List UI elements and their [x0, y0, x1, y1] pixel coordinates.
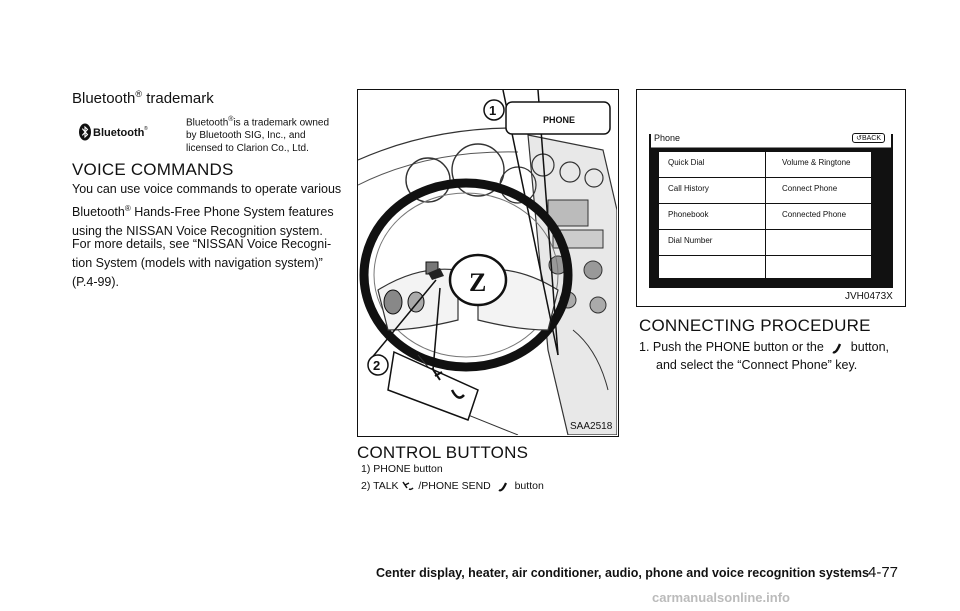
menu-dial-number[interactable]: Dial Number — [668, 236, 713, 245]
phone-send-icon — [832, 343, 842, 354]
control-item-1: 1) PHONE button — [361, 463, 443, 475]
menu-empty-slot — [774, 230, 782, 255]
phone-button-label: PHONE — [543, 115, 575, 125]
voice-commands-paragraph: You can use voice commands to operate va… — [72, 182, 342, 239]
menu-connected-phone[interactable]: Connected Phone — [782, 210, 847, 219]
svg-text:®: ® — [144, 125, 148, 132]
steering-wheel-figure: Z PHONE 1 2 — [357, 89, 619, 437]
watermark: carmanualsonline.info — [652, 590, 790, 605]
menu-call-history[interactable]: Call History — [668, 184, 709, 193]
talk-icon — [402, 481, 414, 491]
menu-volume-ringtone[interactable]: Volume & Ringtone — [782, 158, 851, 167]
section-footer: Center display, heater, air conditioner,… — [376, 566, 869, 580]
phone-send-icon — [498, 482, 507, 492]
bluetooth-trademark-note: Bluetooth®is a trademark owned by Blueto… — [186, 116, 330, 155]
control-item-2: 2) TALK /PHONE SEND button — [361, 480, 544, 492]
back-button[interactable]: ↺BACK — [852, 133, 885, 143]
menu-quick-dial[interactable]: Quick Dial — [668, 158, 705, 167]
callout-2: 2 — [373, 358, 380, 373]
svg-text:Z: Z — [469, 268, 486, 297]
control-buttons-heading: CONTROL BUTTONS — [357, 443, 529, 462]
back-arrow-icon: ↺ — [856, 135, 862, 142]
voice-commands-heading: VOICE COMMANDS — [72, 160, 234, 179]
phone-screen-figure: Phone ↺BACK Quick Dial Volume & Ringtone… — [636, 89, 906, 307]
figure-code-jvh0473x: JVH0473X — [845, 291, 893, 302]
phone-screen-title: Phone — [654, 133, 681, 143]
menu-connect-phone[interactable]: Connect Phone — [782, 184, 838, 193]
connecting-step-1: 1. Push the PHONE button or the button, … — [639, 340, 890, 372]
menu-phonebook[interactable]: Phonebook — [668, 210, 709, 219]
connecting-procedure-heading: CONNECTING PROCEDURE — [639, 316, 871, 335]
voice-recognition-reference: For more details, see “NISSAN Voice Reco… — [72, 237, 332, 289]
callout-1: 1 — [489, 103, 496, 118]
page-number: 4-77 — [868, 564, 899, 581]
bluetooth-logo: Bluetooth ® — [79, 123, 148, 141]
figure-code-saa2518: SAA2518 — [570, 421, 613, 432]
bluetooth-heading: Bluetooth® trademark — [72, 89, 214, 107]
bluetooth-logo-text: Bluetooth — [93, 127, 145, 139]
